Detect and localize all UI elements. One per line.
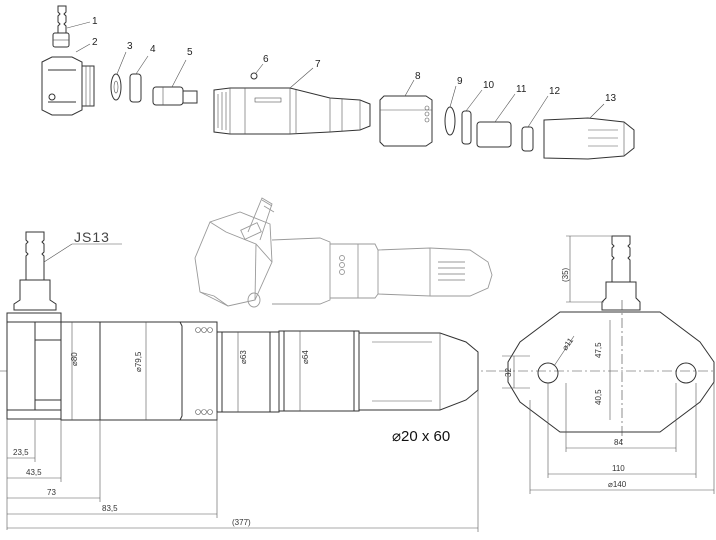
dim-len-83-5: 83,5: [102, 504, 118, 513]
part-11-sleeve: [476, 121, 512, 148]
part-leaders: [66, 21, 605, 128]
dim-h40-5: 40,5: [594, 389, 603, 405]
part-label-4: 4: [150, 44, 156, 55]
dim-d64: ⌀64: [301, 350, 310, 364]
dim-w84: 84: [614, 438, 623, 447]
part-label-2: 2: [92, 37, 98, 48]
dim-w140: ⌀140: [608, 480, 627, 489]
dim-len-43-5: 43,5: [26, 468, 42, 477]
part-3-washer: [110, 73, 122, 101]
part-label-12: 12: [549, 86, 561, 97]
part-label-6: 6: [263, 54, 269, 65]
dim-len-23-5: 23,5: [13, 448, 29, 457]
part-1-nipple: [52, 5, 70, 48]
part-7-shank: [213, 87, 371, 135]
nozzle-spec: ⌀20 x 60: [392, 428, 450, 445]
dim-h47-5: 47,5: [594, 342, 603, 358]
dim-d79-5: ⌀79,5: [134, 351, 143, 372]
dim-w110: 110: [612, 464, 625, 473]
exploded-view: 1 2 3 4 5 6 7 8 9 10 11 12 13: [41, 5, 635, 160]
part-8-nut: [379, 95, 433, 147]
part-4-ring: [129, 73, 142, 103]
dim-len-73: 73: [47, 488, 56, 497]
part-label-11: 11: [516, 84, 527, 95]
part-9-oring: [444, 106, 456, 136]
end-view: 47,5 40,5 ⌀11 (35) 32 84 110 ⌀140: [500, 235, 716, 494]
dim-h35: (35): [561, 267, 570, 282]
part-label-7: 7: [315, 59, 321, 70]
perspective-view: [194, 197, 493, 308]
part-labels: 1 2 3 4 5 6 7 8 9 10 11 12 13: [92, 16, 617, 104]
part-13-cap: [543, 117, 635, 160]
part-2-body: [41, 56, 95, 116]
part-6-ball: [250, 72, 258, 80]
part-label-13: 13: [605, 93, 617, 104]
side-view: ⌀80 ⌀79,5 ⌀63 ⌀64 JS13 ⌀20 x 60 23,5 43,…: [0, 229, 500, 532]
length-dimensions: 23,5 43,5 73 83,5 (377): [6, 390, 479, 532]
dim-len-377: (377): [232, 518, 251, 527]
part-label-1: 1: [92, 16, 98, 27]
part-label-8: 8: [415, 71, 421, 82]
part-label-5: 5: [187, 47, 193, 58]
part-label-9: 9: [457, 76, 463, 87]
part-12-ring: [521, 126, 534, 152]
dim-d63: ⌀63: [239, 350, 248, 364]
dim-h32: 32: [504, 368, 513, 377]
part-label-10: 10: [483, 80, 495, 91]
dim-d80: ⌀80: [70, 352, 79, 366]
part-5-seat: [152, 86, 198, 106]
part-10-ring: [461, 110, 472, 145]
thread-label: JS13: [74, 229, 110, 245]
part-label-3: 3: [127, 41, 133, 52]
